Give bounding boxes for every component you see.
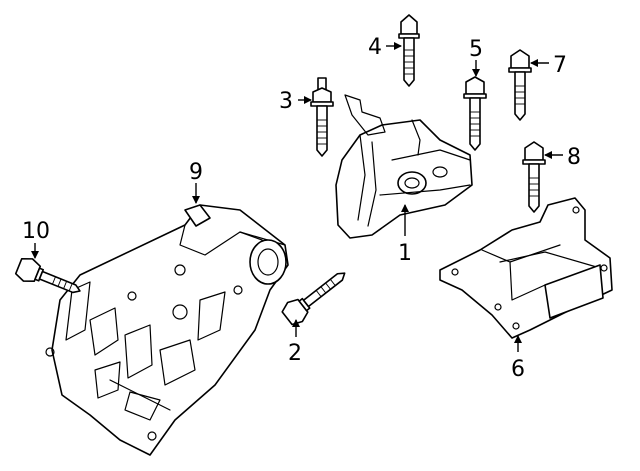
callout-2: 2: [288, 341, 302, 366]
callout-5: 5: [469, 37, 483, 62]
bolt-part-10: [14, 258, 81, 294]
bolt-part-3: [310, 77, 334, 157]
callout-6: 6: [511, 357, 525, 382]
transmission-mount-part: [439, 197, 613, 339]
callout-1: 1: [398, 241, 412, 266]
callout-7: 7: [553, 53, 567, 78]
callout-3: 3: [279, 89, 293, 114]
bolt-part-5: [463, 76, 487, 151]
callout-4: 4: [368, 35, 382, 60]
callout-10: 10: [22, 219, 50, 244]
bolt-part-7: [508, 49, 532, 121]
bolt-part-2: [281, 272, 346, 326]
callout-8: 8: [567, 145, 581, 170]
transmission-bracket-part: [45, 204, 289, 456]
bolt-part-4: [398, 14, 420, 87]
engine-mount-part: [335, 94, 473, 239]
bolt-part-8: [522, 141, 546, 213]
callout-9: 9: [189, 160, 203, 185]
